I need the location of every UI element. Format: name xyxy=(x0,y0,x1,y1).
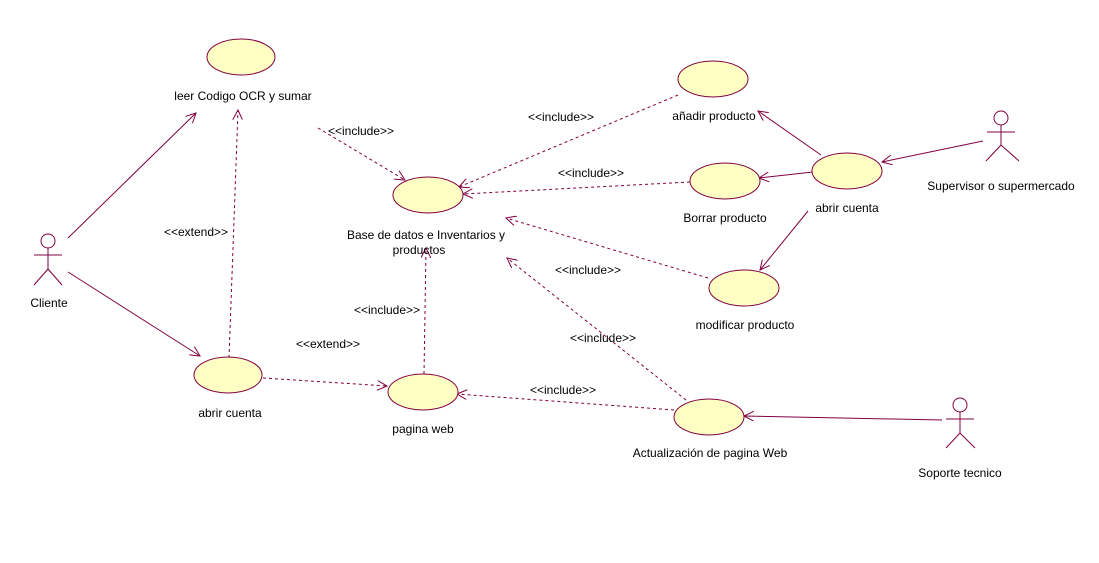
use-case-pagina-web[interactable] xyxy=(387,373,459,411)
extend-abrir-to-leer xyxy=(228,110,238,359)
label-include-modificar: <<include>> xyxy=(555,263,621,277)
include-borrar-to-base xyxy=(463,181,691,194)
label-extend-pagina: <<extend>> xyxy=(296,337,360,351)
label-extend-leer: <<extend>> xyxy=(164,225,228,239)
use-case-abrir-cuenta-supervisor[interactable] xyxy=(811,152,883,190)
actor-supervisor[interactable] xyxy=(985,110,1020,162)
assoc-supervisor-abrir-cuenta xyxy=(882,140,984,162)
use-case-abrir-cuenta-cliente-label: abrir cuenta xyxy=(198,406,262,420)
label-include-leer: <<include>> xyxy=(328,124,394,138)
assoc-soporte-actualizacion xyxy=(744,416,943,420)
label-include-borrar: <<include>> xyxy=(558,166,624,180)
assoc-cliente-abrir-cuenta xyxy=(67,271,200,356)
actor-soporte-head xyxy=(952,397,968,413)
use-case-borrar-producto-label: Borrar producto xyxy=(683,211,767,225)
use-case-abrir-cuenta-cliente[interactable] xyxy=(193,356,263,394)
actor-supervisor-leg-right xyxy=(1000,144,1020,162)
use-case-borrar-producto[interactable] xyxy=(689,162,761,200)
use-case-base-datos-label-1: Base de datos e Inventarios y xyxy=(347,228,505,242)
use-case-base-datos[interactable] xyxy=(392,176,464,214)
label-include-pagina-base: <<include>> xyxy=(354,303,420,317)
use-case-pagina-web-label: pagina web xyxy=(392,422,454,436)
actor-supervisor-leg-left xyxy=(985,144,1002,162)
use-case-abrir-cuenta-supervisor-label: abrir cuenta xyxy=(815,201,879,215)
assoc-abrir-cuenta-borrar xyxy=(759,171,814,178)
include-pagina-to-base xyxy=(424,248,426,375)
actor-cliente-head xyxy=(40,233,56,249)
actor-soporte-leg-right xyxy=(959,432,976,449)
actor-soporte-leg-left xyxy=(945,432,961,449)
actor-cliente-label: Cliente xyxy=(30,296,68,310)
actor-cliente-leg-right xyxy=(47,268,63,286)
use-case-base-datos-label-2: productos xyxy=(393,243,446,257)
label-include-actualizacion: <<include>> xyxy=(570,331,636,345)
assoc-abrir-cuenta-anadir xyxy=(758,111,822,156)
include-leer-to-base xyxy=(317,127,405,180)
actor-supervisor-label: Supervisor o supermercado xyxy=(927,179,1075,193)
use-case-actualizacion-web[interactable] xyxy=(673,398,745,436)
use-case-leer-codigo[interactable] xyxy=(206,38,276,76)
extend-abrir-to-pagina xyxy=(262,377,387,386)
use-case-modificar-producto[interactable] xyxy=(708,269,780,307)
actor-cliente-leg-left xyxy=(33,268,49,286)
use-case-anadir-producto-label: añadir producto xyxy=(672,109,756,123)
use-case-actualizacion-web-label: Actualización de pagina Web xyxy=(633,446,788,460)
label-include-pagina-web: <<include>> xyxy=(530,383,596,397)
use-case-leer-codigo-label: leer Codigo OCR y sumar xyxy=(174,89,311,103)
include-actualizacion-to-base xyxy=(507,258,687,401)
actor-supervisor-head xyxy=(993,110,1009,126)
actor-cliente[interactable] xyxy=(33,233,63,286)
label-include-anadir: <<include>> xyxy=(528,110,594,124)
assoc-abrir-cuenta-modificar xyxy=(760,210,809,270)
actor-soporte-label: Soporte tecnico xyxy=(918,466,1002,480)
include-modificar-to-base xyxy=(506,218,709,279)
actor-soporte[interactable] xyxy=(945,397,976,449)
assoc-cliente-leer-codigo xyxy=(67,113,196,239)
use-case-anadir-producto[interactable] xyxy=(677,60,749,98)
use-case-modificar-producto-label: modificar producto xyxy=(696,318,795,332)
include-actualizacion-to-pagina xyxy=(457,394,675,411)
